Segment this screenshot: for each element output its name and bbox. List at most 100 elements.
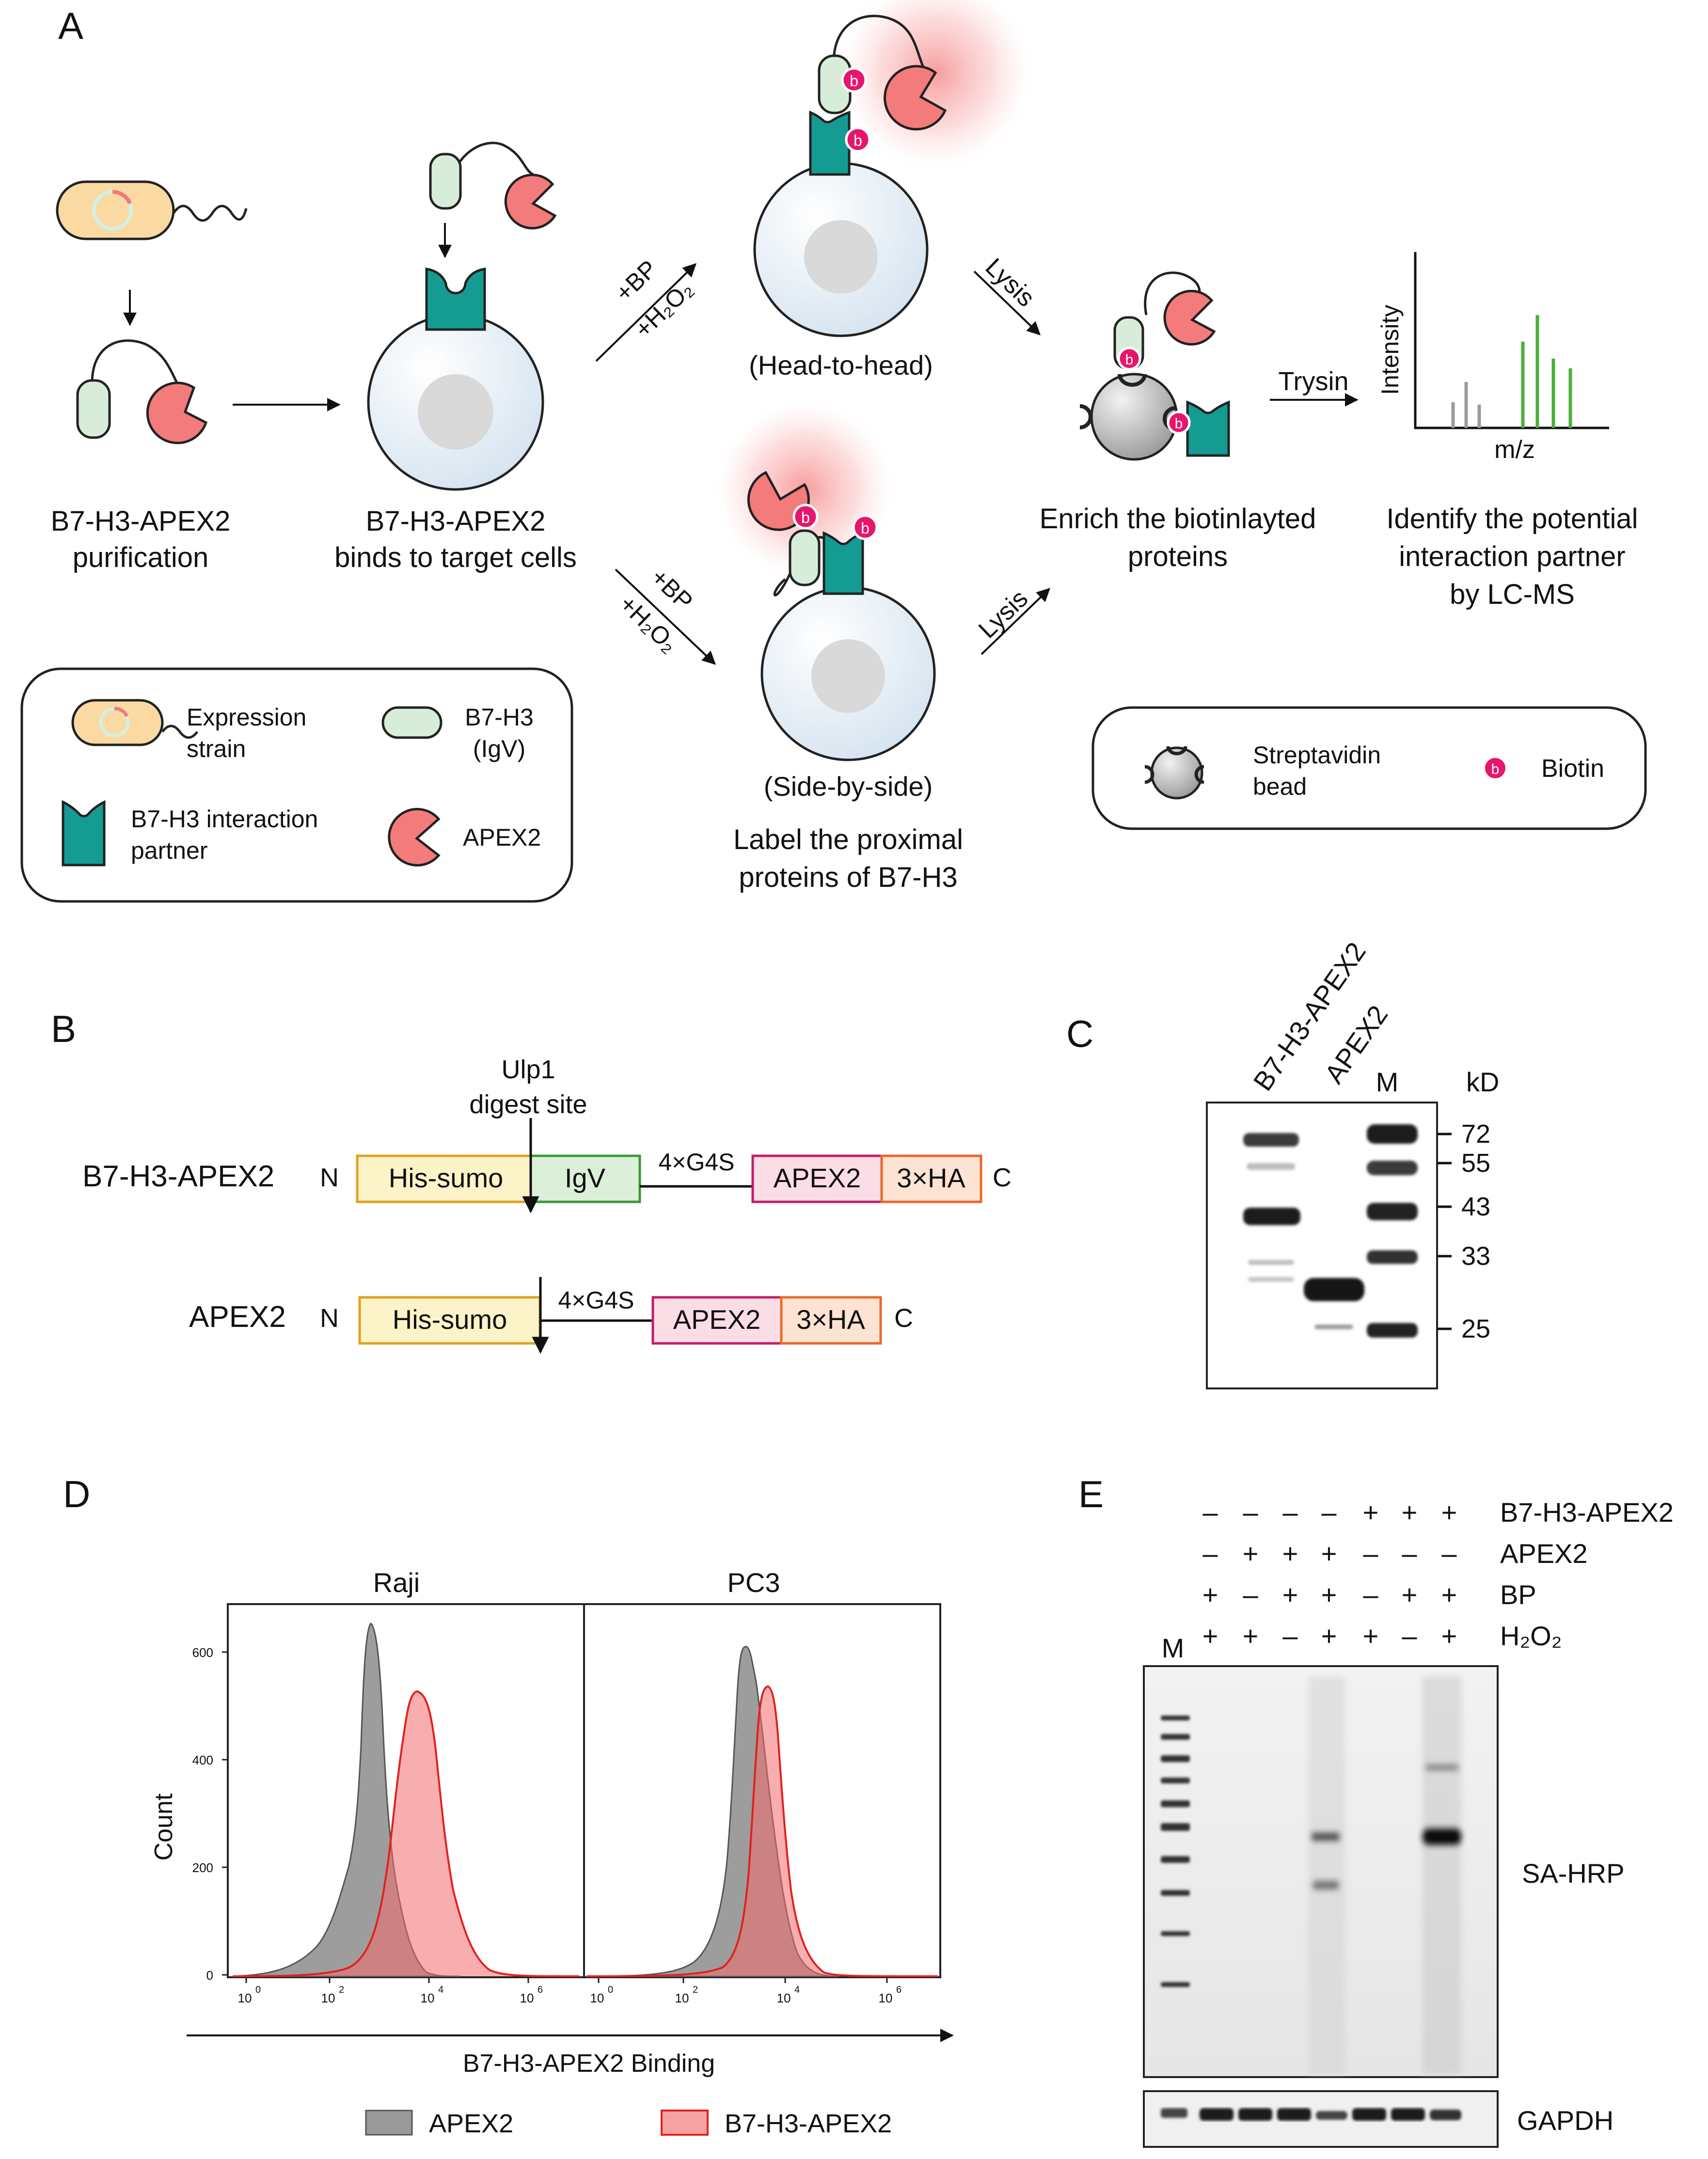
ytick-0: 0 <box>206 1968 213 1983</box>
legend-expression-line1: Expression <box>187 704 306 731</box>
side-by-side-cell-icon: b b <box>715 400 936 761</box>
enrich-line2: proteins <box>1128 541 1228 572</box>
legend-apex2: APEX2 <box>463 824 541 851</box>
blot-lane-smears <box>1309 1677 1461 2074</box>
condition-mark: – <box>1441 1538 1457 1569</box>
step1-line2: purification <box>73 542 208 573</box>
svg-text:b: b <box>850 72 858 90</box>
construct1-his-sumo: His-sumo <box>389 1163 503 1193</box>
construct1-c: C <box>993 1163 1012 1192</box>
legend-label-b7h3-apex2: B7-H3-APEX2 <box>725 2109 892 2138</box>
legend-box-bead: b <box>1091 706 1647 830</box>
svg-text:b: b <box>801 509 810 526</box>
condition-mark: + <box>1402 1497 1418 1528</box>
construct1-n: N <box>320 1163 339 1192</box>
head-to-head-label: (Head-to-head) <box>749 350 933 380</box>
construct2-ha: 3×HA <box>796 1304 865 1335</box>
condition-mark: + <box>1402 1579 1418 1610</box>
svg-text:b: b <box>1175 416 1183 432</box>
legend-label-apex2: APEX2 <box>429 2109 513 2138</box>
identify-line3: by LC-MS <box>1450 579 1575 610</box>
fusion-protein-icon <box>76 339 208 444</box>
construct2-his-sumo: His-sumo <box>393 1304 507 1335</box>
condition-mark: + <box>1363 1497 1379 1528</box>
condition-row-label: H₂O₂ <box>1500 1621 1562 1651</box>
blot-label-sa-hrp: SA-HRP <box>1522 1858 1625 1889</box>
lysis-label-upper: Lysis <box>980 253 1040 313</box>
legend-biotin: Biotin <box>1541 755 1604 783</box>
condition-grid: ––––+++B7-H3-APEX2–+++–––APEX2+–++–++BP+… <box>1202 1497 1674 1651</box>
ulp1-line2: digest site <box>469 1090 587 1119</box>
lysis-arrow-upper <box>973 270 1041 335</box>
construct2-apex2-box <box>651 1296 783 1345</box>
lower-arrow-bp: +BP <box>646 564 698 615</box>
construct2-c: C <box>894 1304 913 1333</box>
identify-line1: Identify the potential <box>1386 503 1638 535</box>
head-to-head-cell-icon: b b <box>753 0 1032 337</box>
condition-mark: – <box>1321 1497 1337 1528</box>
target-cell-icon <box>367 142 557 491</box>
condition-mark: + <box>1321 1538 1337 1569</box>
kd-33: 33 <box>1461 1242 1490 1271</box>
kd-55: 55 <box>1461 1149 1490 1178</box>
pc3-b7h3-apex2-histogram <box>586 1685 938 1977</box>
raji-b7h3-apex2-histogram <box>232 1690 580 1977</box>
condition-row-label: APEX2 <box>1500 1538 1588 1569</box>
svg-text:10: 10 <box>777 1991 791 2005</box>
construct2-n: N <box>320 1304 339 1333</box>
construct1-igv: IgV <box>565 1163 606 1193</box>
panel-a-letter: A <box>58 4 83 47</box>
panel-d: D Raji PC3 0 200 400 600 <box>63 1473 954 2138</box>
step1-line1: B7-H3-APEX2 <box>51 505 231 537</box>
svg-text:4: 4 <box>438 1985 443 1995</box>
lane-m-label: M <box>1162 1633 1185 1663</box>
svg-text:10: 10 <box>421 1991 435 2005</box>
legend-bead-line2: bead <box>1253 773 1307 800</box>
panel-c: C B7-H3-APEX2 APEX2 M kD <box>1066 937 1499 1389</box>
svg-text:10: 10 <box>590 1991 604 2005</box>
svg-text:b: b <box>854 132 862 149</box>
construct1-ha: 3×HA <box>897 1163 965 1193</box>
panel-c-letter: C <box>1066 1012 1093 1055</box>
histogram-xlabel: B7-H3-APEX2 Binding <box>463 2049 715 2078</box>
blot-marker-ladder <box>1161 1716 1190 1987</box>
histogram-title-raji: Raji <box>373 1567 420 1598</box>
svg-text:10: 10 <box>879 1991 893 2005</box>
svg-text:10: 10 <box>520 1991 534 2005</box>
svg-text:b: b <box>1491 761 1500 777</box>
svg-text:10: 10 <box>238 1991 252 2005</box>
condition-mark: + <box>1282 1579 1298 1610</box>
condition-mark: + <box>1202 1621 1218 1651</box>
construct1-name: B7-H3-APEX2 <box>82 1160 274 1193</box>
ytick-600: 600 <box>192 1645 213 1660</box>
svg-text:0: 0 <box>608 1985 613 1995</box>
construct1-igv-box <box>529 1154 641 1203</box>
construct2-ha-box <box>780 1296 882 1345</box>
svg-text:6: 6 <box>896 1985 901 1995</box>
svg-text:6: 6 <box>538 1985 543 1995</box>
condition-mark: + <box>1321 1579 1337 1610</box>
streptavidin-enrichment-icon: b b <box>1079 271 1230 461</box>
xticks-raji: 10 0 10 2 10 4 10 6 <box>238 1985 543 2005</box>
enrich-line1: Enrich the biotinlayted <box>1040 503 1316 535</box>
construct2-linker: 4×G4S <box>558 1287 634 1314</box>
legend-bead-line1: Streptavidin <box>1253 741 1381 769</box>
legend-partner-line1: B7-H3 interaction <box>131 805 318 833</box>
condition-mark: – <box>1282 1621 1298 1651</box>
spectrum-ylabel: Intensity <box>1376 305 1404 395</box>
condition-mark: – <box>1202 1538 1218 1569</box>
panel-e: E ––––+++B7-H3-APEX2–+++–––APEX2+–++–++B… <box>1078 1473 1674 2148</box>
svg-text:b: b <box>1125 352 1134 368</box>
histogram-ylabel: Count <box>150 1793 178 1860</box>
construct1-apex2-box <box>751 1154 883 1203</box>
condition-mark: + <box>1282 1538 1298 1569</box>
construct1-ha-box <box>880 1154 982 1203</box>
label-proximal-line2: proteins of B7-H3 <box>739 862 957 893</box>
identify-line2: interaction partner <box>1399 541 1625 572</box>
expression-strain-icon <box>56 180 248 240</box>
svg-text:b: b <box>861 520 870 537</box>
condition-mark: – <box>1402 1621 1417 1651</box>
kd-25: 25 <box>1461 1314 1490 1343</box>
legend-b7h3-line1: B7-H3 <box>465 704 534 731</box>
